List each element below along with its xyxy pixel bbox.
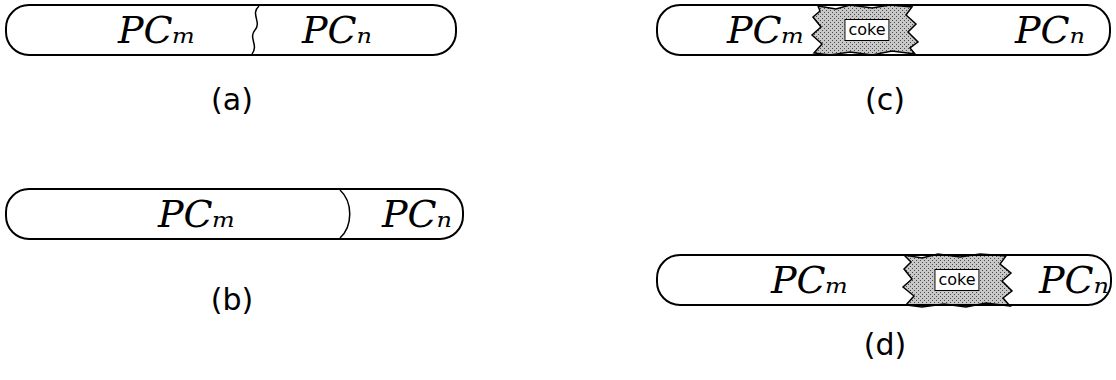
phase-label: PCₙ <box>302 11 372 49</box>
phase-label: PCₘ <box>158 195 236 233</box>
phase-label: PCₘ <box>771 261 849 299</box>
panel-label: (a) <box>211 85 253 115</box>
phase-label: PCₘ <box>727 11 805 49</box>
particle-capsule: PCₘ PCₙ coke <box>656 254 1112 306</box>
phase-label: PCₘ <box>118 11 196 49</box>
particle-capsule: PCₘ PCₙ <box>5 188 464 240</box>
panel-label: (c) <box>865 85 905 115</box>
coke-label: coke <box>848 20 885 39</box>
phase-label: PCₙ <box>1039 261 1109 299</box>
coke-box: coke <box>844 19 889 41</box>
particle-capsule: PCₘ PCₙ coke <box>656 4 1111 56</box>
coke-deposit <box>812 5 918 55</box>
coke-box: coke <box>934 269 979 291</box>
phase-label: PCₙ <box>1015 11 1085 49</box>
panel-label: (b) <box>211 285 253 315</box>
panel-label: (d) <box>864 330 906 360</box>
coke-label: coke <box>938 270 975 289</box>
interface-line <box>340 190 350 238</box>
particle-capsule: PCₘ PCₙ <box>5 4 457 56</box>
phase-label: PCₙ <box>382 195 452 233</box>
interface-line <box>252 6 259 54</box>
coke-deposit <box>903 254 1012 307</box>
